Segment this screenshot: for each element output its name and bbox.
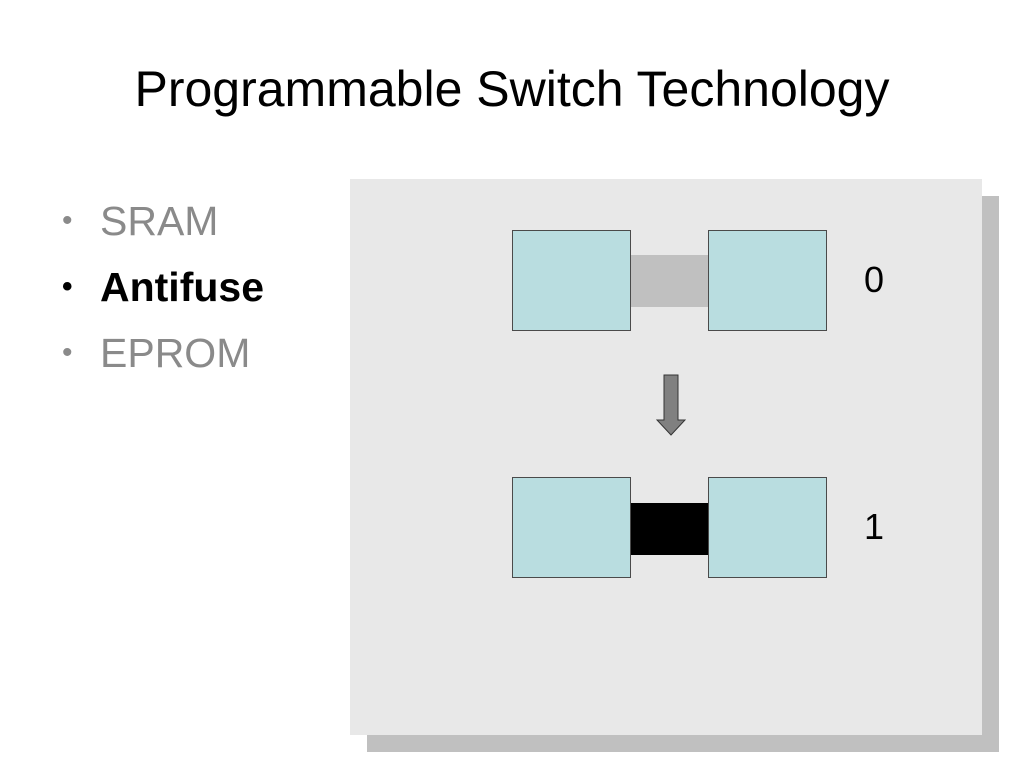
down-arrow-icon [656, 374, 686, 436]
bullet-marker: • [62, 270, 73, 303]
top-right-block [708, 230, 827, 331]
bottom-right-block [708, 477, 827, 578]
bullet-item-antifuse: • Antifuse [62, 254, 264, 320]
bullet-marker: • [62, 204, 73, 237]
bullet-marker: • [62, 336, 73, 369]
bullet-label: Antifuse [100, 264, 264, 310]
slide-title: Programmable Switch Technology [134, 61, 890, 117]
bullet-list: • SRAM • Antifuse • EPROM [62, 188, 264, 386]
state-label-0: 0 [864, 259, 885, 300]
bullet-label: EPROM [100, 330, 251, 376]
bullet-item-eprom: • EPROM [62, 320, 264, 386]
bottom-left-block [512, 477, 631, 578]
bullet-label: SRAM [100, 198, 219, 244]
top-left-block [512, 230, 631, 331]
unprogrammed-link [631, 255, 709, 307]
state-label-1: 1 [864, 506, 885, 547]
bullet-item-sram: • SRAM [62, 188, 264, 254]
programmed-link [631, 503, 709, 555]
